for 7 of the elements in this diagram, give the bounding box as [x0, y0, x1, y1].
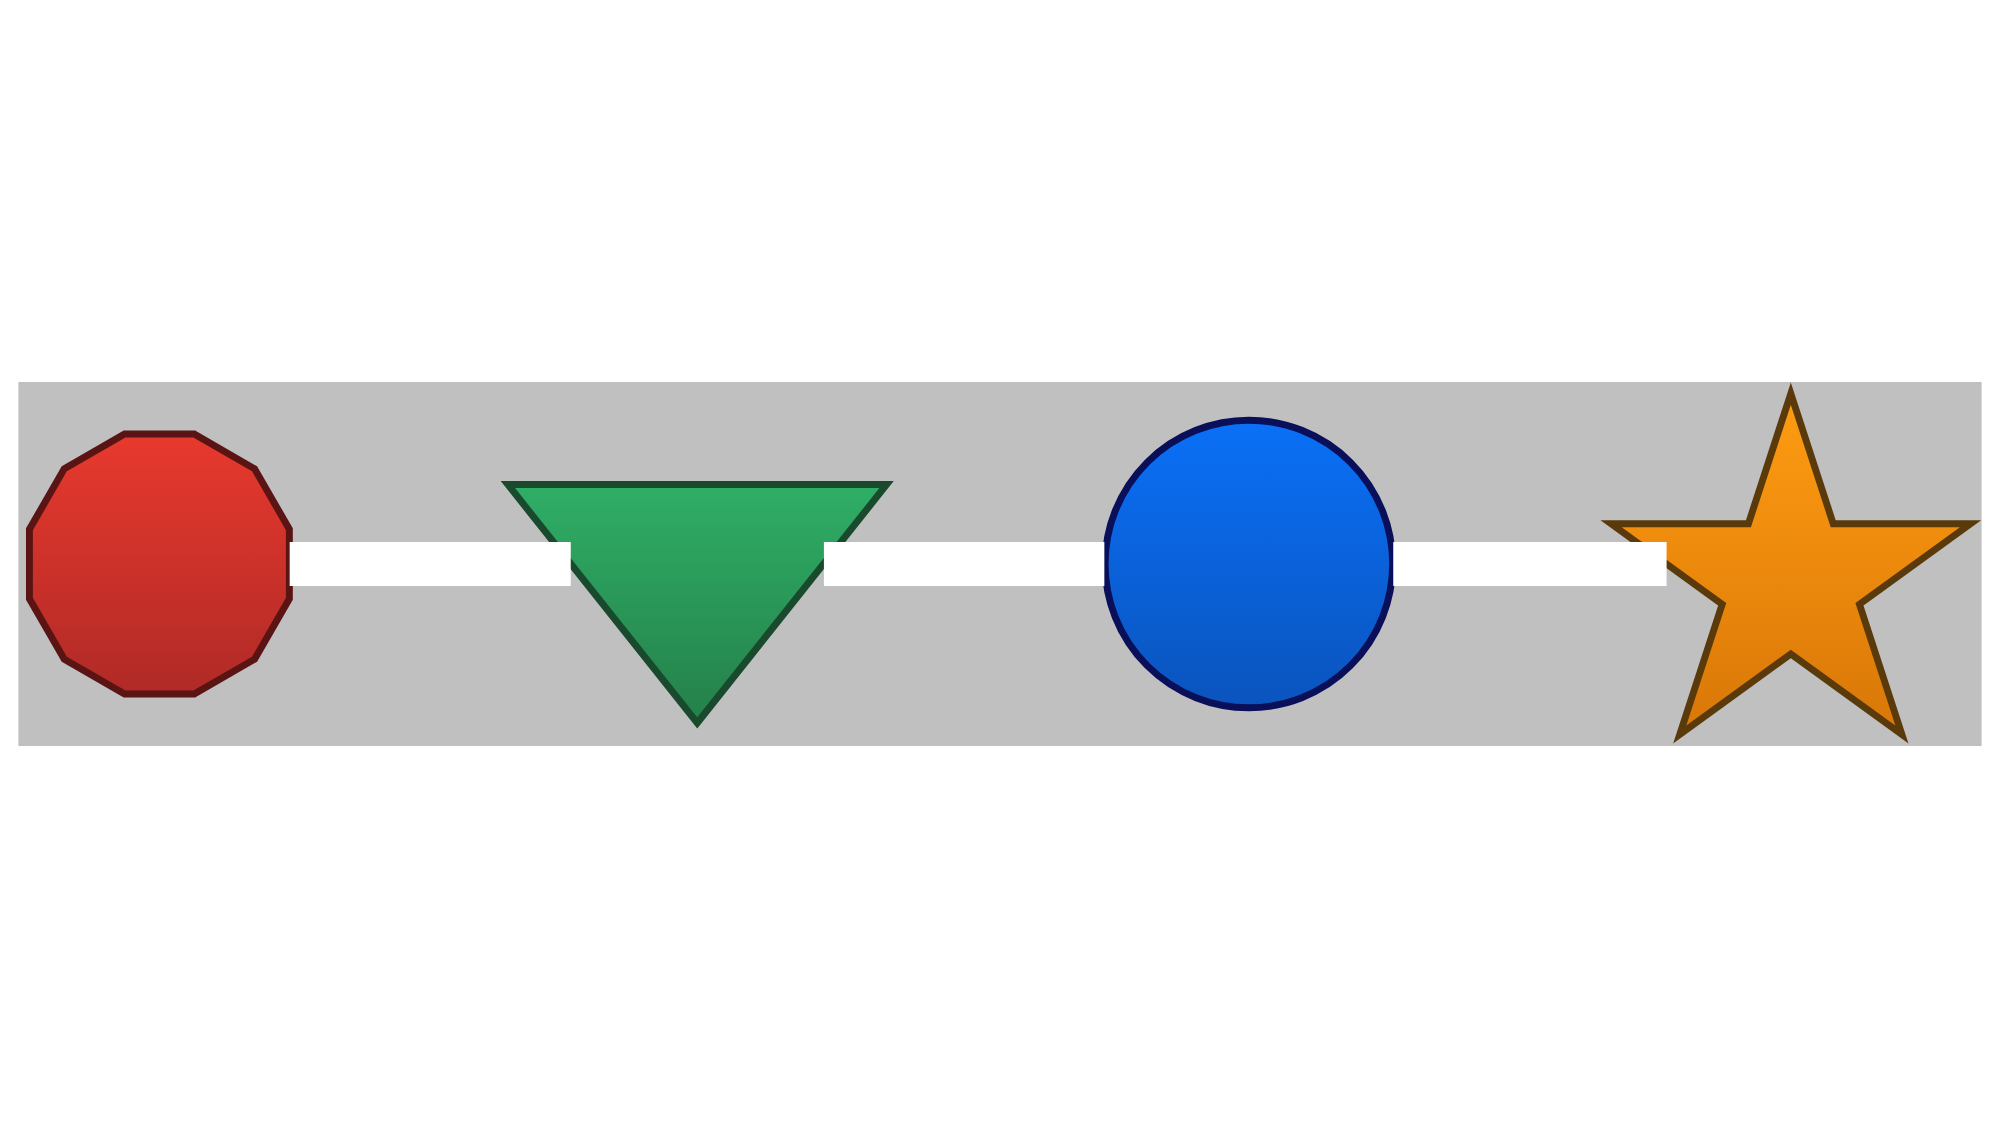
connector [823, 540, 1105, 586]
connector [289, 540, 571, 586]
node-triangle [500, 480, 894, 728]
node-asterisk [26, 429, 293, 697]
node-star [1600, 381, 1982, 743]
connector [1393, 540, 1667, 586]
node-circle [1101, 415, 1397, 711]
